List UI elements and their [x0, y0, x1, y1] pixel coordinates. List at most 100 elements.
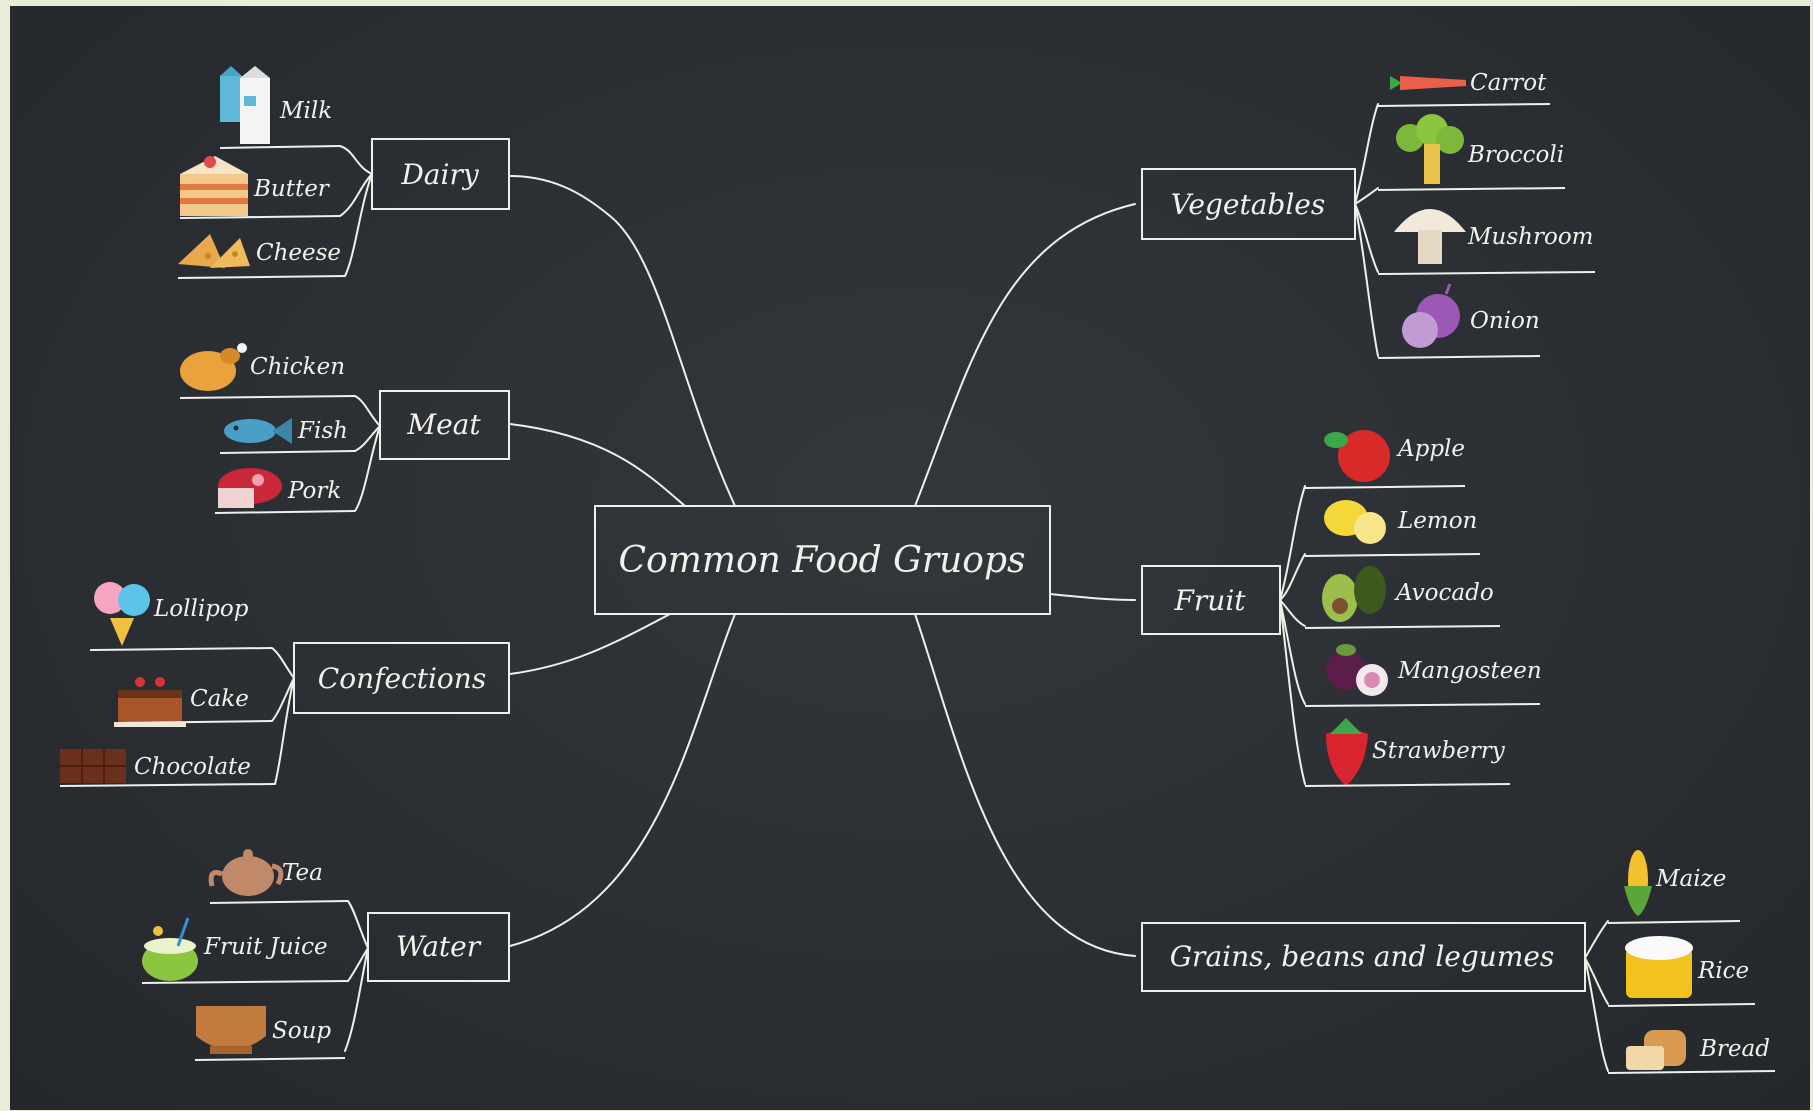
- item-tea[interactable]: Tea: [208, 849, 349, 904]
- page-frame: [0, 0, 12, 1111]
- item-chocolate[interactable]: Chocolate: [59, 749, 276, 787]
- group-fruit-label: Fruit: [1173, 584, 1246, 617]
- soup-icon: [196, 1006, 266, 1054]
- maize-icon: [1624, 850, 1652, 916]
- item-mangosteen-underline: [1304, 703, 1541, 707]
- item-fish-underline: [219, 450, 356, 454]
- item-cheese[interactable]: Cheese: [177, 234, 346, 279]
- connector-grains: [914, 613, 1136, 957]
- fish-icon: [224, 418, 292, 444]
- central-connectors: [509, 175, 1136, 957]
- cheese-icon: [178, 234, 250, 268]
- item-chocolate-underline: [59, 783, 276, 787]
- bread-icon: [1626, 1030, 1686, 1070]
- item-soup-underline: [194, 1057, 346, 1061]
- avocado-icon: [1322, 566, 1386, 622]
- group-meat-label: Meat: [406, 408, 481, 441]
- item-mangosteen[interactable]: Mangosteen: [1304, 644, 1542, 707]
- branch-broccoli: [1354, 187, 1379, 205]
- pork-icon: [218, 468, 282, 508]
- item-fruit-juice[interactable]: Fruit Juice: [141, 917, 349, 984]
- item-apple[interactable]: Apple: [1304, 430, 1465, 489]
- onion-icon: [1402, 283, 1460, 348]
- item-chicken-underline: [179, 395, 356, 399]
- branch-onion: [1354, 203, 1379, 357]
- item-onion[interactable]: Onion: [1377, 283, 1541, 359]
- item-rice-underline: [1607, 1003, 1756, 1007]
- group-vegetables[interactable]: Vegetables: [1141, 103, 1379, 357]
- item-pork[interactable]: Pork: [214, 468, 356, 514]
- mangosteen-icon: [1326, 644, 1388, 696]
- item-mushroom[interactable]: Mushroom: [1377, 209, 1596, 275]
- item-tea-label: Tea: [282, 860, 323, 886]
- item-lemon[interactable]: Lemon: [1304, 500, 1481, 557]
- group-water[interactable]: Water: [344, 900, 510, 1052]
- item-butter[interactable]: Butter: [179, 156, 341, 219]
- branch-butter: [339, 173, 373, 217]
- connector-confections: [509, 613, 671, 675]
- item-cake[interactable]: Cake: [114, 677, 273, 727]
- group-fruit[interactable]: Fruit: [1141, 485, 1306, 785]
- branch-avocado: [1279, 599, 1306, 627]
- item-broccoli[interactable]: Broccoli: [1377, 114, 1566, 191]
- item-bread-label: Bread: [1699, 1036, 1770, 1062]
- item-lollipop[interactable]: Lollipop: [89, 582, 273, 651]
- connector-meat: [509, 423, 686, 507]
- milk-icon: [220, 66, 270, 144]
- lemon-icon: [1324, 500, 1386, 544]
- branch-carrot: [1354, 103, 1379, 205]
- branch-milk: [339, 145, 373, 175]
- item-maize-label: Maize: [1655, 866, 1726, 892]
- branch-mushroom: [1354, 203, 1379, 273]
- item-maize[interactable]: Maize: [1607, 850, 1741, 924]
- item-rice-label: Rice: [1697, 958, 1749, 984]
- item-tea-underline: [209, 900, 349, 904]
- item-strawberry-label: Strawberry: [1372, 738, 1506, 764]
- cake-icon: [114, 677, 186, 727]
- item-avocado-label: Avocado: [1394, 580, 1494, 606]
- branch-mangosteen: [1279, 599, 1306, 705]
- item-chocolate-label: Chocolate: [134, 754, 251, 780]
- item-avocado-underline: [1304, 625, 1501, 629]
- branch-maize: [1584, 920, 1609, 959]
- item-milk-label: Milk: [279, 98, 332, 124]
- item-carrot-label: Carrot: [1470, 70, 1547, 96]
- branch-rice: [1584, 957, 1609, 1005]
- branch-tea: [347, 900, 369, 949]
- item-milk[interactable]: Milk: [219, 66, 341, 149]
- mind-map-canvas: Common Food Gruops Dairy Milk Butter: [59, 66, 1776, 1074]
- item-fish[interactable]: Fish: [219, 418, 356, 454]
- item-strawberry[interactable]: Strawberry: [1304, 718, 1511, 787]
- group-dairy[interactable]: Dairy: [339, 138, 510, 277]
- group-vegetables-label: Vegetables: [1171, 188, 1325, 221]
- branch-lollipop: [271, 647, 295, 679]
- branch-cake: [271, 677, 295, 722]
- chocolate-icon: [60, 749, 126, 783]
- group-dairy-label: Dairy: [400, 158, 479, 191]
- branch-cheese: [344, 173, 373, 277]
- item-rice[interactable]: Rice: [1607, 936, 1756, 1007]
- lollipop-icon: [94, 582, 150, 646]
- item-cake-label: Cake: [190, 686, 249, 712]
- group-grains-label: Grains, beans and legumes: [1170, 940, 1555, 973]
- butter-icon: [180, 156, 248, 216]
- branch-bread: [1584, 957, 1609, 1072]
- broccoli-icon: [1396, 114, 1464, 184]
- group-meat[interactable]: Meat: [354, 390, 510, 512]
- item-fruit-juice-underline: [141, 980, 349, 984]
- branch-fruit-juice: [347, 947, 369, 982]
- item-avocado[interactable]: Avocado: [1304, 566, 1501, 629]
- item-chicken[interactable]: Chicken: [179, 343, 356, 399]
- group-confections[interactable]: Confections: [271, 642, 510, 785]
- central-topic[interactable]: Common Food Gruops: [594, 505, 1051, 615]
- item-fish-label: Fish: [297, 418, 348, 444]
- item-carrot[interactable]: Carrot: [1377, 70, 1551, 107]
- connector-fruit: [1049, 593, 1136, 601]
- item-soup[interactable]: Soup: [194, 1006, 346, 1061]
- mushroom-icon: [1394, 209, 1466, 264]
- rice-icon: [1625, 936, 1693, 998]
- item-apple-label: Apple: [1396, 436, 1465, 462]
- branch-lemon: [1279, 553, 1306, 601]
- group-grains[interactable]: Grains, beans and legumes: [1141, 920, 1609, 1072]
- item-bread[interactable]: Bread: [1607, 1030, 1776, 1074]
